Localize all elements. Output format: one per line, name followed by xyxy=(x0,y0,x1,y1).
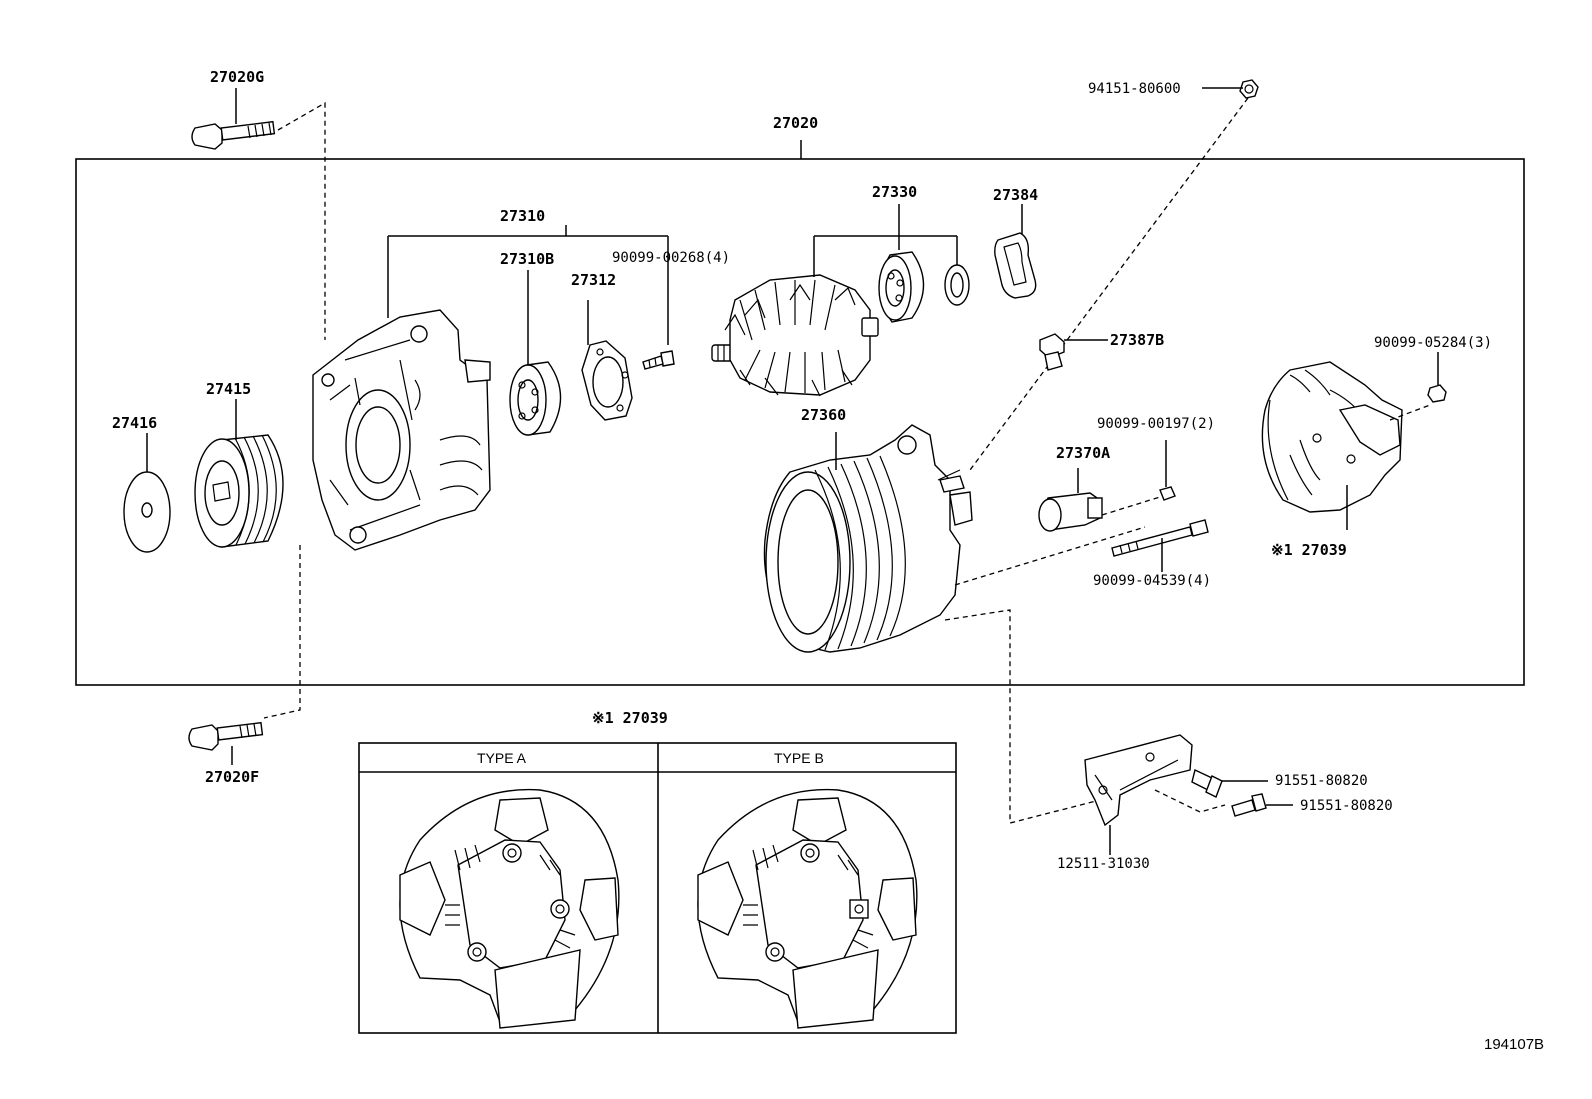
label-27020f: 27020F xyxy=(205,768,259,786)
label-90099-05284: 90099-05284(3) xyxy=(1374,335,1492,351)
label-27039-detail: ※1 27039 xyxy=(592,709,668,727)
label-94151-80600: 94151-80600 xyxy=(1088,81,1181,97)
brush-holder-27370a xyxy=(1038,492,1103,532)
label-27415: 27415 xyxy=(206,380,251,398)
label-91551-80820-a: 91551-80820 xyxy=(1275,773,1368,789)
rear-bearing xyxy=(878,251,925,323)
stator-27360 xyxy=(763,424,973,653)
rear-end-cover-27039 xyxy=(1261,361,1403,513)
washer xyxy=(944,264,970,306)
label-27384: 27384 xyxy=(993,186,1038,204)
bolt-91551-80820-b xyxy=(1231,793,1267,817)
label-27387b: 27387B xyxy=(1110,331,1164,349)
cover-27384 xyxy=(994,232,1037,299)
label-90099-00197: 90099-00197(2) xyxy=(1097,416,1215,432)
label-27370a: 27370A xyxy=(1056,444,1110,462)
bracket-12511-31030 xyxy=(1084,734,1193,827)
retainer-plate-27312 xyxy=(581,340,633,421)
pulley-27415 xyxy=(194,434,284,548)
label-27312: 27312 xyxy=(571,271,616,289)
drive-end-frame-27310 xyxy=(312,309,491,551)
through-bolt-90099-04539 xyxy=(1111,519,1209,557)
nut-90099-05284 xyxy=(1427,384,1447,403)
label-12511-31030: 12511-31030 xyxy=(1057,856,1150,872)
type-b-cover xyxy=(697,788,918,1029)
assembly-frame xyxy=(75,158,1525,686)
label-90099-04539: 90099-04539(4) xyxy=(1093,573,1211,589)
diagram-id: 194107B xyxy=(1484,1036,1544,1053)
label-27310: 27310 xyxy=(500,207,545,225)
label-27310b: 27310B xyxy=(500,250,554,268)
label-27416: 27416 xyxy=(112,414,157,432)
label-91551-80820-b: 91551-80820 xyxy=(1300,798,1393,814)
screw-90099-00268 xyxy=(642,350,675,370)
label-27020g: 27020G xyxy=(210,68,264,86)
bolt-91551-80820-a xyxy=(1191,769,1223,798)
type-a-cover xyxy=(399,788,620,1029)
label-27330: 27330 xyxy=(872,183,917,201)
label-90099-00268: 90099-00268(4) xyxy=(612,250,730,266)
label-27020: 27020 xyxy=(773,114,818,132)
insulator-27387b xyxy=(1039,333,1065,371)
rotor-27330 xyxy=(711,274,879,397)
label-27039-main: ※1 27039 xyxy=(1271,541,1347,559)
label-type-b: TYPE B xyxy=(774,750,824,766)
bearing-27310b xyxy=(509,361,562,436)
bolt-27020f xyxy=(188,721,264,751)
bolt-27020g xyxy=(191,120,276,150)
pulley-cover-27416 xyxy=(123,471,171,553)
screw-90099-00197 xyxy=(1159,486,1176,501)
label-type-a: TYPE A xyxy=(477,750,527,766)
nut-94151-80600 xyxy=(1239,79,1259,99)
label-27360: 27360 xyxy=(801,406,846,424)
